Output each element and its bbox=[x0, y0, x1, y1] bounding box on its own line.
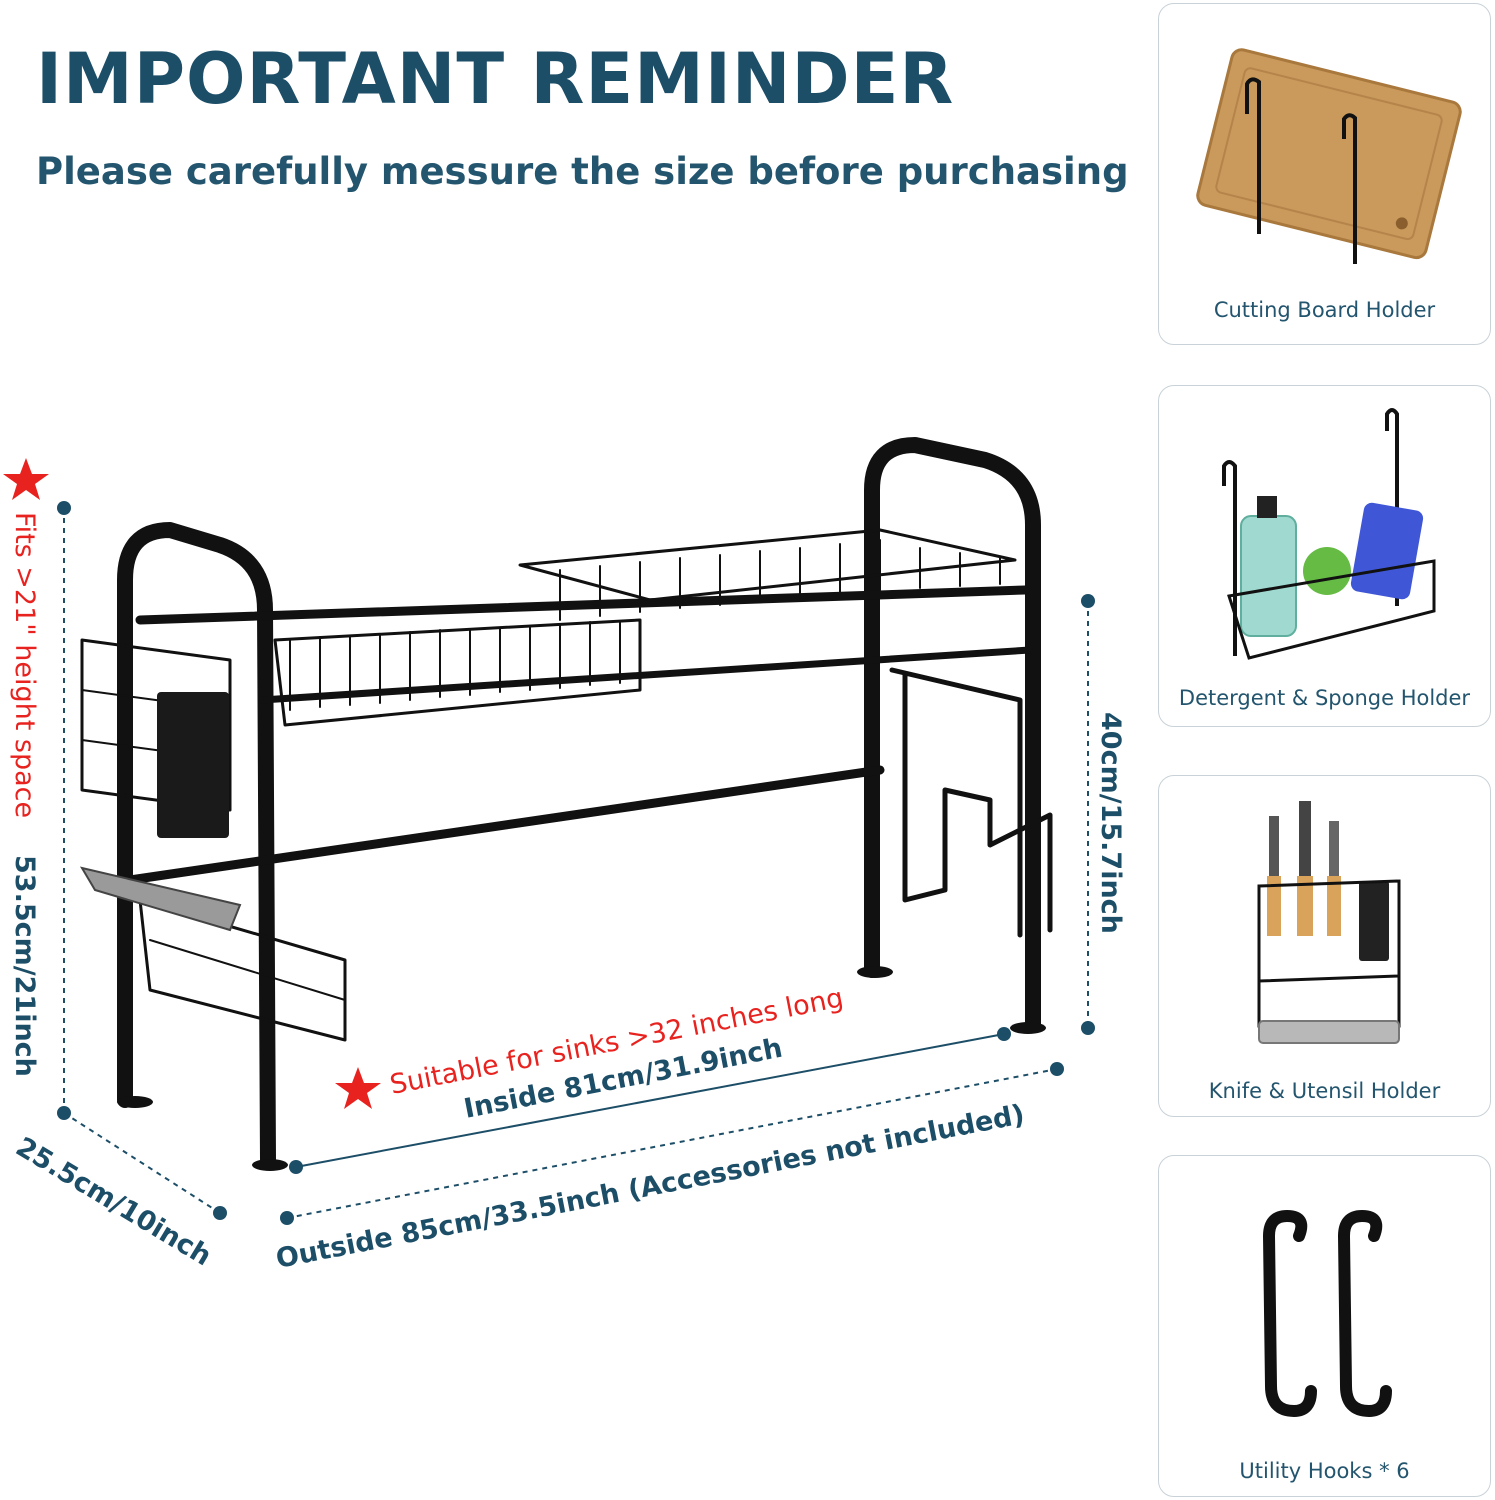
accessory-card-knife-holder: Knife & Utensil Holder bbox=[1158, 775, 1491, 1117]
star-icon bbox=[3, 458, 49, 500]
accessory-label: Detergent & Sponge Holder bbox=[1178, 686, 1471, 710]
depth-dimension-line bbox=[63, 1112, 221, 1214]
accessory-label: Utility Hooks * 6 bbox=[1239, 1459, 1410, 1483]
shelf-bottom-dot bbox=[1081, 1021, 1095, 1035]
accessory-label: Knife & Utensil Holder bbox=[1208, 1079, 1441, 1103]
page-title: IMPORTANT REMINDER bbox=[36, 38, 955, 120]
shelf-height-label: 40cm/15.7inch bbox=[1095, 712, 1126, 934]
knife-holder-icon bbox=[1257, 801, 1401, 1044]
page-subtitle: Please carefully messure the size before… bbox=[36, 150, 1129, 193]
star-icon bbox=[335, 1067, 381, 1109]
depth-label: 25.5cm/10inch bbox=[10, 1131, 216, 1272]
drip-tray-icon bbox=[79, 866, 242, 932]
accessory-card-hooks: Utility Hooks * 6 bbox=[1158, 1155, 1491, 1497]
sponge-holder-icon bbox=[1222, 408, 1436, 660]
dish-rack-illustration: Fits >21" height space 53.5cm/21inch 40c… bbox=[3, 437, 1126, 1275]
depth-dot bbox=[213, 1206, 227, 1220]
utensil-cup-icon bbox=[157, 692, 229, 838]
outside-length-label: Outside 85cm/33.5inch (Accessories not i… bbox=[273, 1099, 1027, 1275]
total-height-label: 53.5cm/21inch bbox=[9, 855, 40, 1077]
height-space-note: Fits >21" height space bbox=[9, 512, 40, 818]
hook-icon bbox=[1262, 1209, 1392, 1418]
rack-frame bbox=[80, 437, 1053, 1171]
accessory-label: Cutting Board Holder bbox=[1213, 298, 1436, 322]
inside-dimension-line bbox=[295, 1033, 1005, 1168]
accessory-card-sponge-holder: Detergent & Sponge Holder bbox=[1158, 385, 1491, 727]
accessory-card-cutting-board: Cutting Board Holder bbox=[1158, 3, 1491, 345]
outside-dimension-line bbox=[286, 1068, 1058, 1219]
cutting-board-icon bbox=[1196, 48, 1462, 264]
